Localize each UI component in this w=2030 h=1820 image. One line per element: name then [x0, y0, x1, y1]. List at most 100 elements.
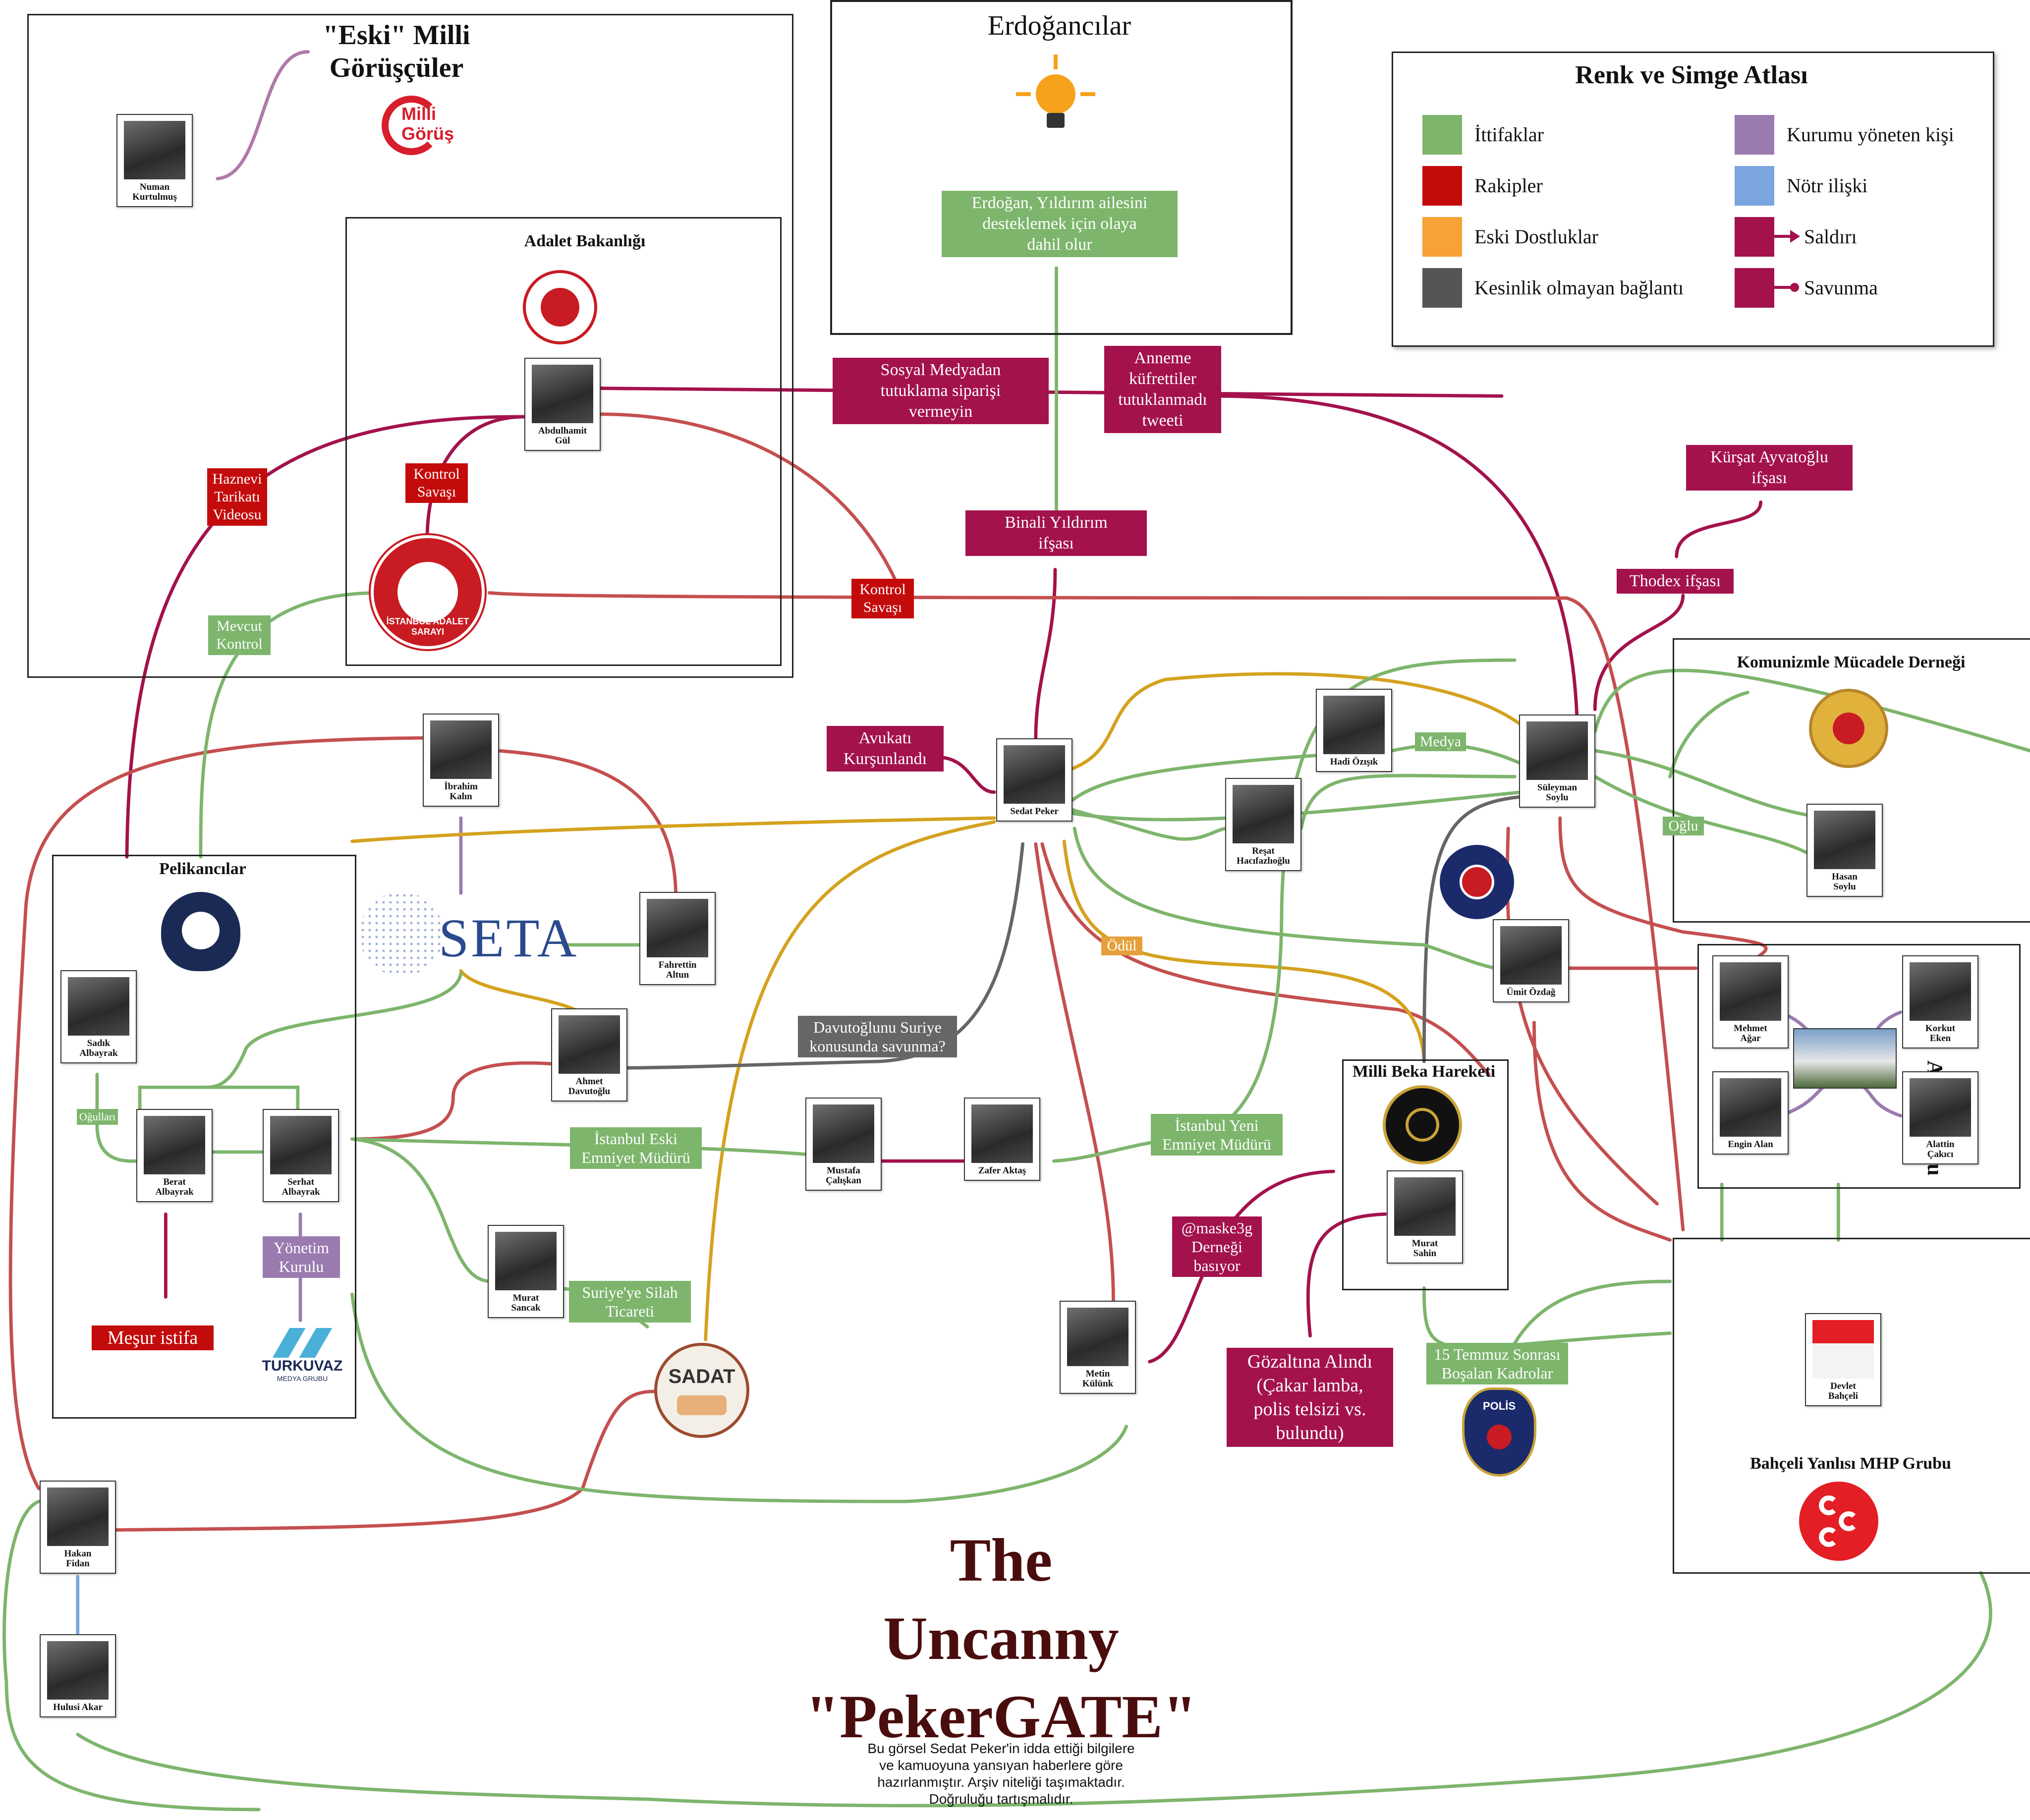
edge-soylu-mhp — [1506, 827, 1659, 1206]
edge-sedat-binali — [1034, 567, 1057, 742]
mhp-group — [1673, 1238, 2030, 1574]
legend-swatch — [1422, 217, 1462, 257]
pelikancilar-group — [52, 855, 356, 1419]
label-mesur-istifa: Meşur istifa — [92, 1325, 214, 1350]
edge-gozaltina — [1306, 1212, 1387, 1338]
edge-sedat-beka — [1040, 842, 1491, 1076]
edge-mevcut-kontrol — [199, 591, 377, 859]
edge-sedat-metin — [1034, 842, 1115, 1303]
person-photo — [495, 1232, 557, 1290]
person-photo — [270, 1116, 332, 1174]
person-card-umit-ozdag: Ümit Özdağ — [1493, 919, 1569, 1002]
polis-badge-logo: POLİS — [1462, 1387, 1536, 1477]
edge-sadik-berat — [95, 1072, 142, 1163]
edge-soylu-komunizm — [1593, 749, 1812, 818]
arrow-head-icon — [1790, 230, 1800, 243]
person-photo — [1910, 962, 1971, 1021]
legend-swatch — [1735, 268, 1774, 308]
person-photo — [532, 365, 593, 423]
person-card-engin-alan: Engin Alan — [1712, 1071, 1789, 1155]
akp-lightbulb-logo — [1016, 55, 1095, 134]
edge-komunizm-inner — [1668, 691, 1749, 778]
legend-label: Kesinlik olmayan bağlantı — [1474, 276, 1684, 299]
agar-group-photo — [1793, 1028, 1897, 1089]
diagram-title: The Uncanny "PekerGATE" — [805, 1526, 1197, 1751]
person-photo — [1067, 1308, 1128, 1366]
edge-mhp-akar — [76, 1571, 1992, 1808]
edge-pelikan-metin — [350, 1292, 1128, 1503]
label-ogullari: Oğulları — [77, 1109, 118, 1125]
legend-label: Rakipler — [1474, 174, 1543, 197]
person-photo — [124, 121, 185, 179]
dot-end-icon — [1790, 283, 1799, 292]
edge-kursat-thodex — [1675, 500, 1762, 558]
person-photo — [47, 1641, 109, 1700]
edge-soylu-agar — [1558, 816, 1768, 966]
istanbul-adalet-sarayi-seal: İSTANBUL ADALET SARAYI — [369, 533, 487, 651]
person-photo — [1004, 745, 1065, 804]
legend-label: Saldırı — [1804, 225, 1857, 248]
adalet-bakanligi-group — [345, 217, 782, 666]
person-photo — [68, 977, 129, 1036]
person-photo — [1814, 811, 1875, 869]
person-photo — [1720, 962, 1781, 1021]
person-photo — [971, 1104, 1033, 1163]
legend-swatch — [1735, 115, 1774, 155]
legend-label: Kurumu yöneten kişi — [1787, 123, 1954, 146]
edge-ozdag-mhp — [1532, 1021, 1672, 1242]
person-card-zafer-aktas: Zafer Aktaş — [964, 1098, 1040, 1181]
edge-resat-soylu — [1299, 773, 1517, 830]
legend-swatch — [1422, 115, 1462, 155]
edge-agar-center4 — [1862, 1085, 1903, 1118]
adalet-bakanligi-seal — [523, 270, 597, 344]
person-photo — [1394, 1177, 1456, 1236]
person-photo — [430, 720, 492, 779]
legend-swatch — [1735, 217, 1774, 257]
edge-kontrol1 — [425, 415, 526, 541]
person-photo — [1812, 1320, 1874, 1379]
person-photo — [559, 1015, 620, 1074]
legend-label: İttifaklar — [1474, 123, 1544, 146]
edge-fidan-sadat — [112, 1389, 656, 1532]
label-odul: Ödül — [1101, 937, 1142, 955]
legend-swatch — [1735, 166, 1774, 206]
person-card-hadi-ozisik: Hadi Özışık — [1316, 689, 1392, 772]
beka-title: Milli Beka Hareketi — [1352, 1062, 1496, 1081]
edge-adalet-soylu — [488, 591, 1685, 1231]
arrow-icon — [1774, 235, 1794, 238]
person-photo — [1526, 721, 1588, 780]
legend-label: Savunma — [1804, 276, 1878, 299]
edge-thodex-soylu — [1593, 594, 1685, 711]
edge-pelikan-davutoglu — [350, 1061, 556, 1141]
edge-sedat-ozdag — [1072, 827, 1497, 970]
person-photo — [1720, 1078, 1781, 1137]
edge-sedat-davutoglu — [624, 842, 1025, 1070]
edge-sedat-pelikan-orange — [350, 816, 996, 843]
milli-gorus-group — [27, 14, 793, 678]
milli-gorus-title: "Eski" Milli Görüşçüler — [323, 20, 470, 83]
edge-pelikan-sancak — [350, 1137, 494, 1283]
person-photo — [1500, 926, 1562, 985]
edge-fidan-bottom — [2, 1499, 261, 1812]
person-photo — [1323, 696, 1385, 754]
edge-sedat-sadat-orange — [704, 820, 996, 1342]
person-photo — [647, 899, 708, 957]
person-photo — [47, 1488, 109, 1546]
legend-box — [1392, 52, 1994, 347]
milli-beka-logo — [1383, 1085, 1462, 1164]
